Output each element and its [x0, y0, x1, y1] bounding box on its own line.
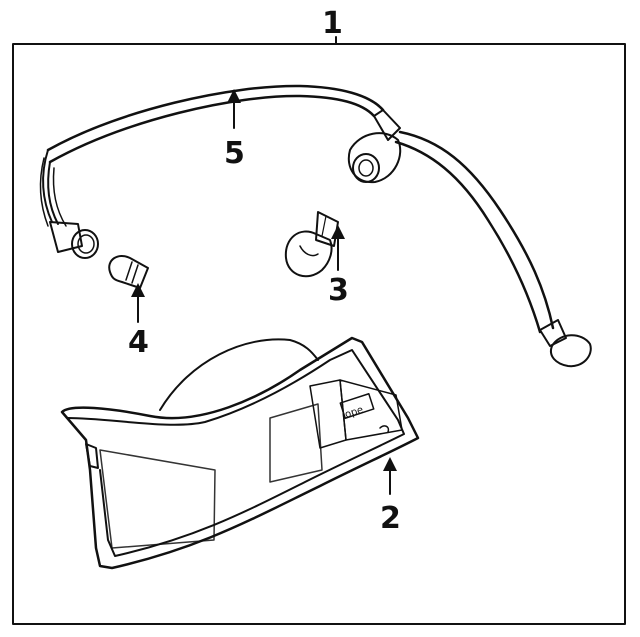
turn-signal-bulb [284, 211, 339, 278]
harness-connector [539, 319, 592, 368]
callout-3-label: 3 [328, 273, 349, 308]
callout-4-label: 4 [128, 325, 149, 360]
callout-3: 3 [328, 225, 349, 308]
lens-marking: ope [344, 405, 365, 421]
callout-2-label: 2 [380, 501, 401, 536]
frame-border [12, 43, 626, 625]
callout-1-label: 1 [322, 6, 343, 41]
lamp-assembly: ope [60, 336, 420, 570]
right-bulb-socket [347, 109, 402, 184]
wiring-harness [39, 84, 592, 368]
small-wedge-bulb [108, 254, 149, 289]
callout-4: 4 [128, 283, 149, 360]
callout-5: 5 [224, 89, 245, 171]
left-bulb-socket [49, 221, 99, 259]
callout-2: 2 [380, 457, 401, 536]
callout-5-label: 5 [224, 136, 245, 171]
callout-1: 1 [322, 6, 343, 45]
